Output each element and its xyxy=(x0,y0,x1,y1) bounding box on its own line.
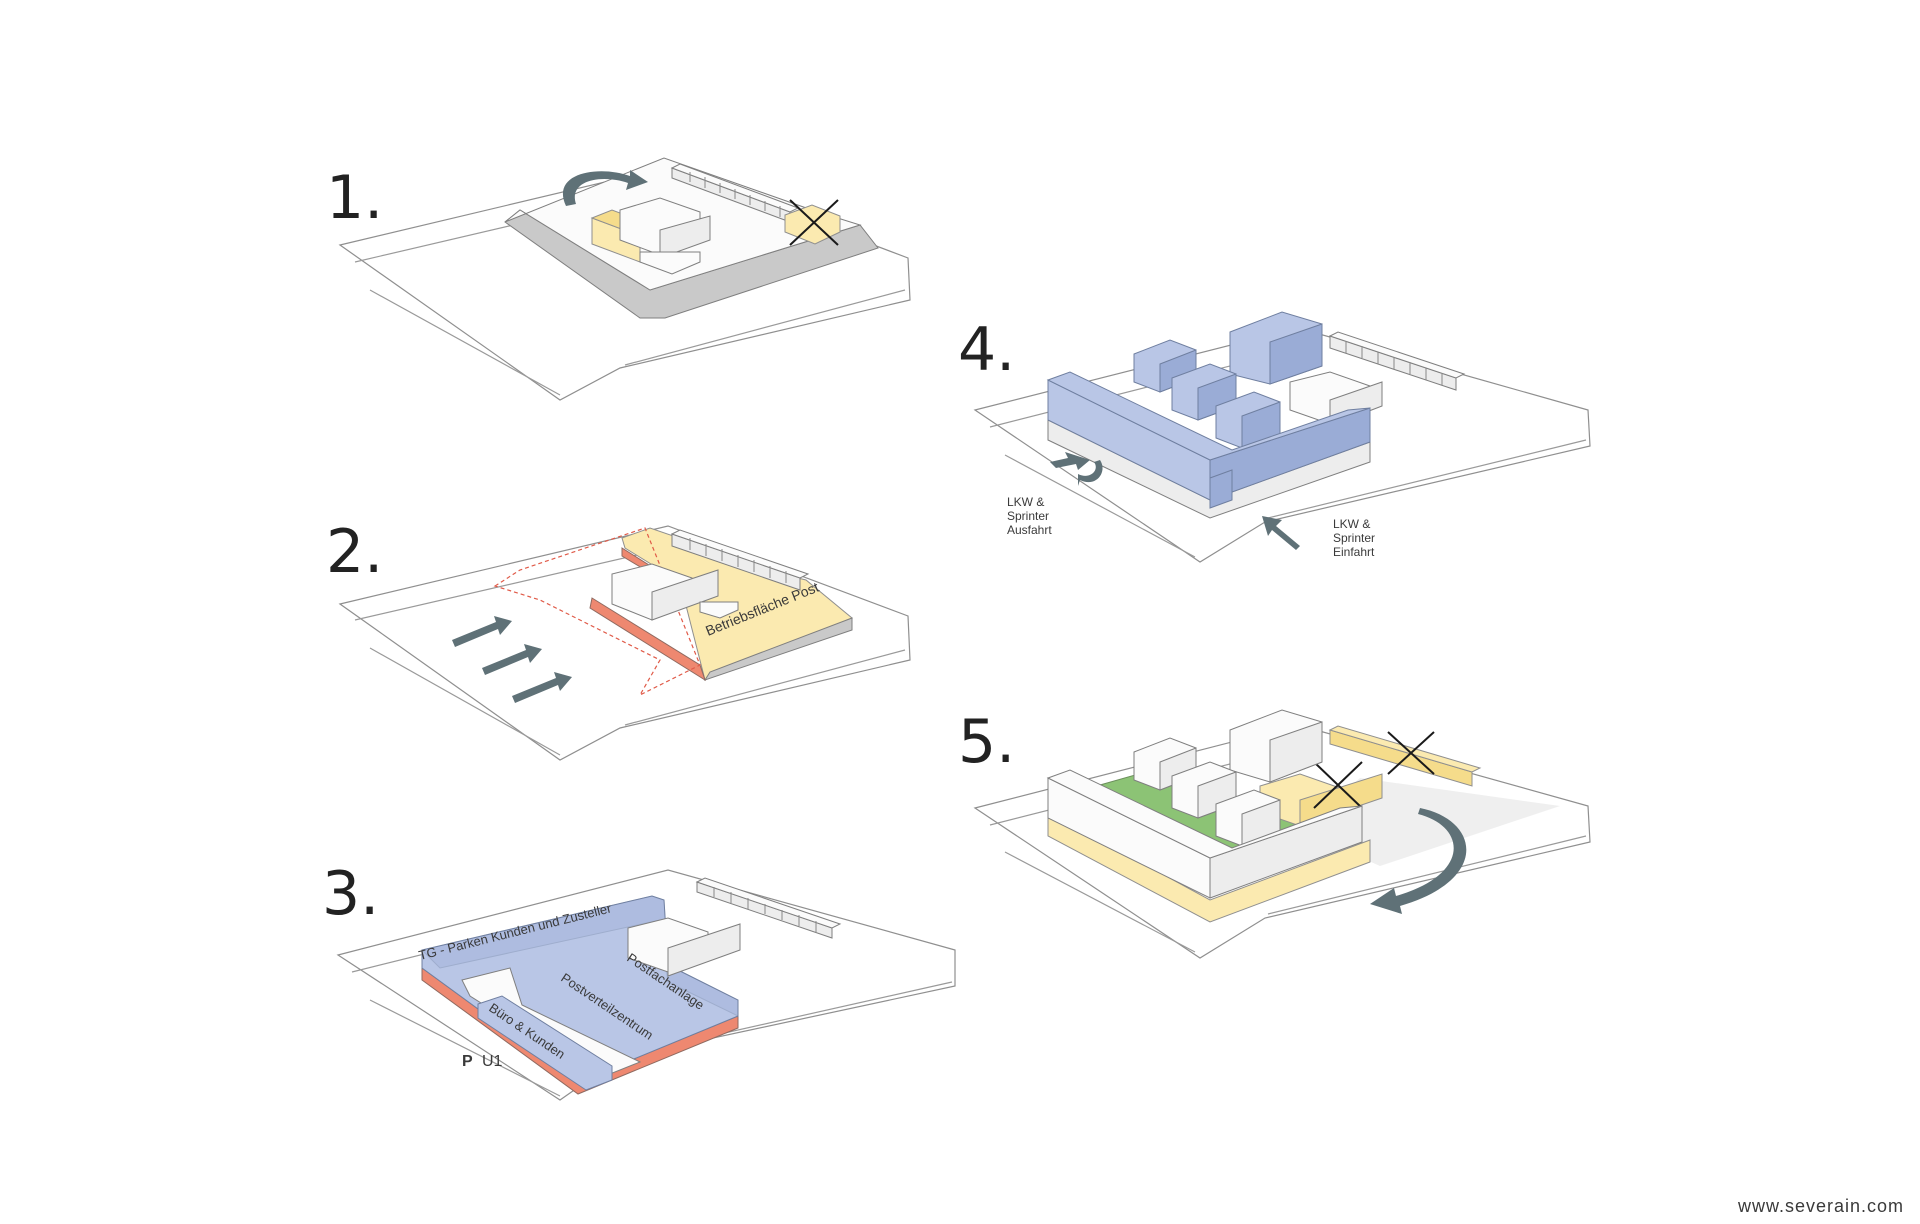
parking-symbol: P xyxy=(462,1053,473,1070)
former-area-outline xyxy=(493,527,701,697)
level-label-u1: U1 xyxy=(482,1053,503,1070)
demolition-cross-icon xyxy=(1387,731,1435,775)
exit-arrow-icon xyxy=(1050,452,1103,486)
step-5: 5. xyxy=(958,707,1591,959)
step-4: 4. xyxy=(958,311,1591,563)
demolition-cross-icon xyxy=(789,199,839,246)
label-entry-line3: Einfahrt xyxy=(1333,545,1375,559)
carport-row xyxy=(695,877,842,939)
label-exit-line3: Ausfahrt xyxy=(1007,523,1052,537)
rotation-arrow-icon xyxy=(562,170,648,206)
step-5-number: 5. xyxy=(958,707,1015,777)
label-entry-line2: Sprinter xyxy=(1333,531,1375,545)
new-buildings-blue xyxy=(1046,311,1371,509)
removed-strip-red xyxy=(589,597,706,682)
website-credit: www.severain.com xyxy=(1737,1196,1904,1216)
demolition-cross-icon xyxy=(1313,761,1363,809)
carport-row xyxy=(670,529,810,591)
step-1: 1. xyxy=(326,157,911,401)
relocation-arrow-icon xyxy=(1370,808,1467,914)
carport-row-yellow xyxy=(1328,725,1482,787)
site-road-lines xyxy=(354,551,906,756)
entry-arrow-icon xyxy=(1262,516,1300,550)
step-2: 2. Betriebsfläche Post xyxy=(326,517,911,761)
ramp-cutout xyxy=(461,967,642,1079)
plinth-yellow xyxy=(1047,811,1371,923)
step-1-number: 1. xyxy=(326,163,383,233)
label-entry-line1: LKW & xyxy=(1333,517,1370,531)
step-3: 3. TG - Parken Kunden und Zusteller Post… xyxy=(322,859,956,1101)
expansion-arrows-icon xyxy=(452,616,572,703)
office-block-blue xyxy=(477,995,613,1091)
label-exit-line2: Sprinter xyxy=(1007,509,1049,523)
label-exit-line1: LKW & xyxy=(1007,495,1044,509)
new-buildings-white xyxy=(1046,709,1363,899)
carport-row xyxy=(1328,331,1466,391)
step-4-number: 4. xyxy=(958,315,1015,385)
step-3-number: 3. xyxy=(322,859,379,929)
step-2-number: 2. xyxy=(326,517,383,587)
